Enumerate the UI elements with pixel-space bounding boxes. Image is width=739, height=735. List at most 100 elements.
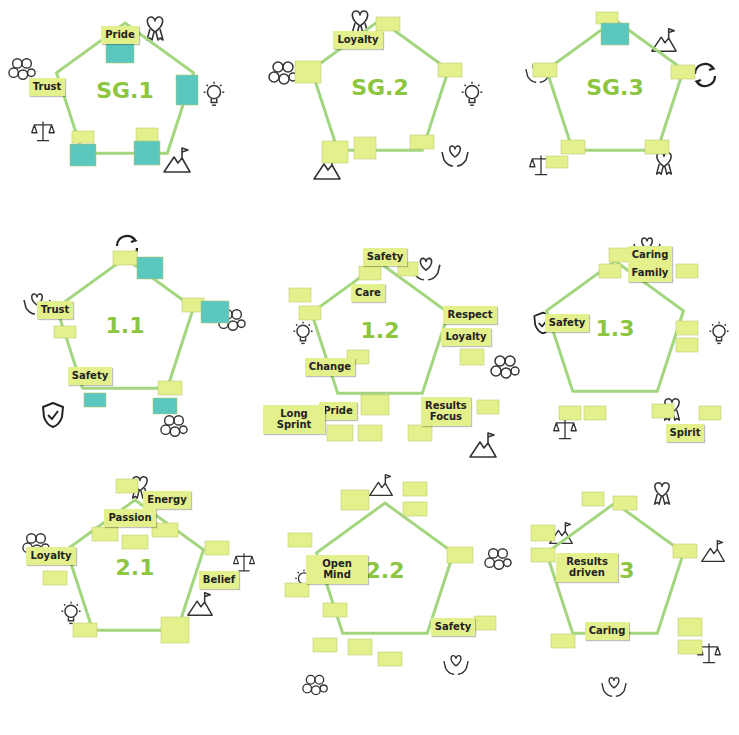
sticky-note: Trust	[37, 301, 74, 319]
note-text: Caring	[632, 249, 669, 261]
hands-icon	[444, 656, 468, 675]
group-number: 1.3	[596, 318, 635, 340]
cluster-icon	[161, 416, 187, 437]
note-text: Respect	[447, 309, 492, 321]
sticky-note: Change	[305, 358, 355, 376]
sticky-note	[113, 251, 137, 265]
sticky-note: Long Sprint	[263, 405, 325, 434]
sticky-note: Loyalty	[441, 328, 490, 346]
sticky-note	[561, 140, 585, 154]
sticky-note	[699, 406, 721, 420]
sticky-note	[92, 527, 118, 541]
sticky-note: Caring	[585, 622, 630, 640]
sticky-note	[182, 298, 204, 312]
pentagon-group: SG.3	[535, 12, 695, 162]
sticky-note	[533, 63, 557, 77]
cluster-icon	[9, 59, 35, 80]
sticky-note: Energy	[143, 491, 190, 509]
note-text: Caring	[589, 625, 626, 637]
note-text: Loyalty	[445, 331, 486, 343]
sticky-note	[477, 400, 499, 414]
sticky-note	[376, 17, 400, 31]
mountain-icon	[370, 475, 393, 496]
note-text: Results Focus	[425, 400, 467, 423]
sticky-note	[652, 404, 674, 418]
sticky-note: Loyalty	[333, 31, 382, 49]
pentagon-line	[547, 503, 684, 633]
scales-icon	[32, 121, 55, 140]
sticky-note: Pride	[101, 26, 139, 44]
sticky-note	[354, 137, 376, 159]
sticky-note	[288, 533, 312, 547]
sticky-note	[447, 547, 473, 563]
mountain-icon	[470, 433, 496, 457]
sticky-note	[348, 639, 372, 655]
cluster-icon	[303, 675, 327, 694]
sticky-note	[54, 326, 76, 338]
pentagon-group: 2.1EnergyPassionLoyaltyBelief	[55, 492, 215, 642]
hands-icon	[442, 146, 468, 166]
note-text: Loyalty	[30, 550, 71, 562]
bulb-icon	[204, 82, 225, 105]
sticky-note	[137, 257, 163, 279]
note-text: Trust	[41, 304, 70, 316]
sticky-note	[201, 301, 229, 323]
note-text: Safety	[435, 621, 471, 633]
shield-icon	[43, 403, 63, 427]
group-number: 2.1	[116, 557, 155, 579]
mountain-icon	[188, 593, 212, 615]
sticky-note	[73, 623, 97, 637]
note-text: Long Sprint	[267, 408, 321, 431]
sticky-note	[122, 535, 148, 549]
note-text: Belief	[203, 574, 235, 586]
sticky-note	[474, 616, 496, 630]
sticky-note	[327, 425, 353, 441]
sticky-note: Care	[351, 284, 385, 302]
group-number: 1.1	[106, 315, 145, 337]
cluster-icon	[485, 549, 511, 570]
sticky-note: Family	[628, 264, 673, 282]
heart-icon	[147, 17, 163, 40]
sticky-note	[153, 398, 177, 414]
pentagon-group: SG.2Loyalty	[300, 12, 460, 162]
sticky-note	[161, 617, 189, 643]
sticky-note	[116, 479, 138, 493]
note-text: Results driven	[560, 556, 614, 579]
hands-icon	[602, 678, 626, 697]
note-text: Pride	[105, 29, 135, 41]
pentagon-line	[547, 20, 684, 150]
pentagon-group: 1.1TrustSafety	[45, 250, 205, 400]
sticky-note	[72, 131, 94, 143]
scales-icon	[554, 419, 577, 438]
note-text: Change	[309, 361, 351, 373]
bulb-icon	[293, 322, 312, 344]
cycle-icon	[695, 64, 715, 86]
note-text: Passion	[108, 512, 151, 524]
sticky-note: Respect	[443, 306, 496, 324]
sticky-note	[584, 406, 606, 420]
sticky-note	[645, 140, 669, 154]
sticky-note	[601, 23, 629, 45]
cluster-icon	[491, 356, 519, 378]
group-number: 1.2	[361, 320, 400, 342]
sticky-note	[295, 61, 321, 83]
sticky-note	[70, 144, 96, 166]
sticky-note: Belief	[199, 571, 239, 589]
sticky-note	[358, 425, 382, 441]
sticky-note	[546, 156, 568, 168]
sticky-note	[323, 603, 347, 617]
pentagon-group: SG.1PrideTrust	[45, 15, 205, 165]
pentagon-group: 1.2SafetyCareRespectLoyaltyChangePrideLo…	[300, 255, 460, 405]
note-text: Trust	[33, 81, 62, 93]
sticky-note: Loyalty	[26, 547, 75, 565]
sticky-note	[582, 492, 604, 506]
sticky-note	[313, 638, 337, 652]
pentagon-group: 1.3CaringFamilySafetySpirit	[535, 253, 695, 403]
heart-icon	[655, 483, 670, 504]
sticky-note	[136, 128, 158, 142]
cluster-icon	[269, 62, 297, 84]
sticky-note: Safety	[545, 314, 589, 332]
sticky-note	[403, 482, 427, 496]
bulb-icon	[462, 82, 483, 105]
